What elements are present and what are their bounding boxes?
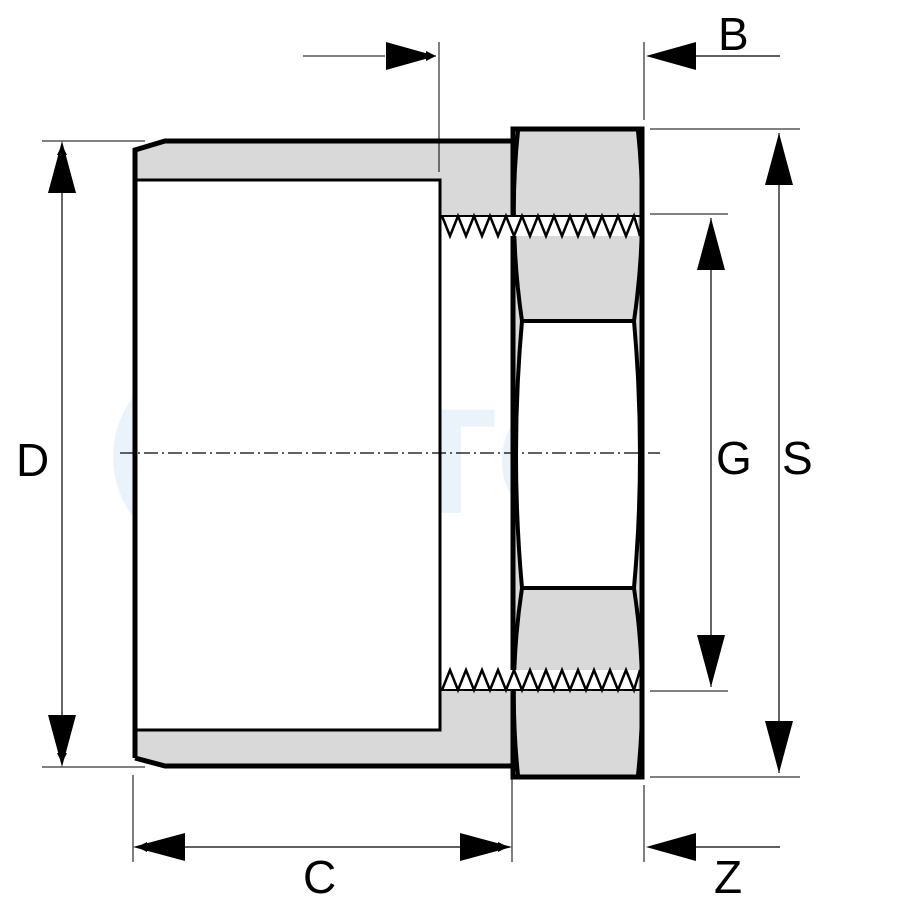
dim-label-z: Z [714, 851, 742, 900]
thread-upper [440, 212, 642, 240]
extension-lines [42, 42, 800, 862]
socket-body [132, 138, 512, 769]
arrow-d-top [48, 141, 76, 193]
dim-label-c: C [303, 851, 336, 900]
outer-outline-bottom [134, 755, 512, 769]
dimension-c: C [137, 842, 508, 900]
dimension-b: B [386, 8, 780, 70]
dimension-g: G [697, 218, 752, 687]
arrow-c-right [460, 833, 512, 861]
dim-label-d: D [16, 434, 49, 486]
dimension-s: S [765, 133, 813, 773]
arrow-d-bottom [48, 715, 76, 767]
socket-bore [134, 178, 442, 732]
thread-lower [440, 666, 642, 694]
dim-label-b: B [718, 8, 749, 60]
dimension-d: D [16, 145, 67, 763]
dimension-z: Z [646, 833, 780, 900]
arrow-c-left [133, 833, 185, 861]
dim-label-g: G [716, 432, 752, 484]
nut-middle-face [514, 319, 642, 590]
dim-label-s: S [782, 432, 813, 484]
outer-outline-top [132, 138, 512, 758]
bottom-wall [135, 690, 512, 766]
